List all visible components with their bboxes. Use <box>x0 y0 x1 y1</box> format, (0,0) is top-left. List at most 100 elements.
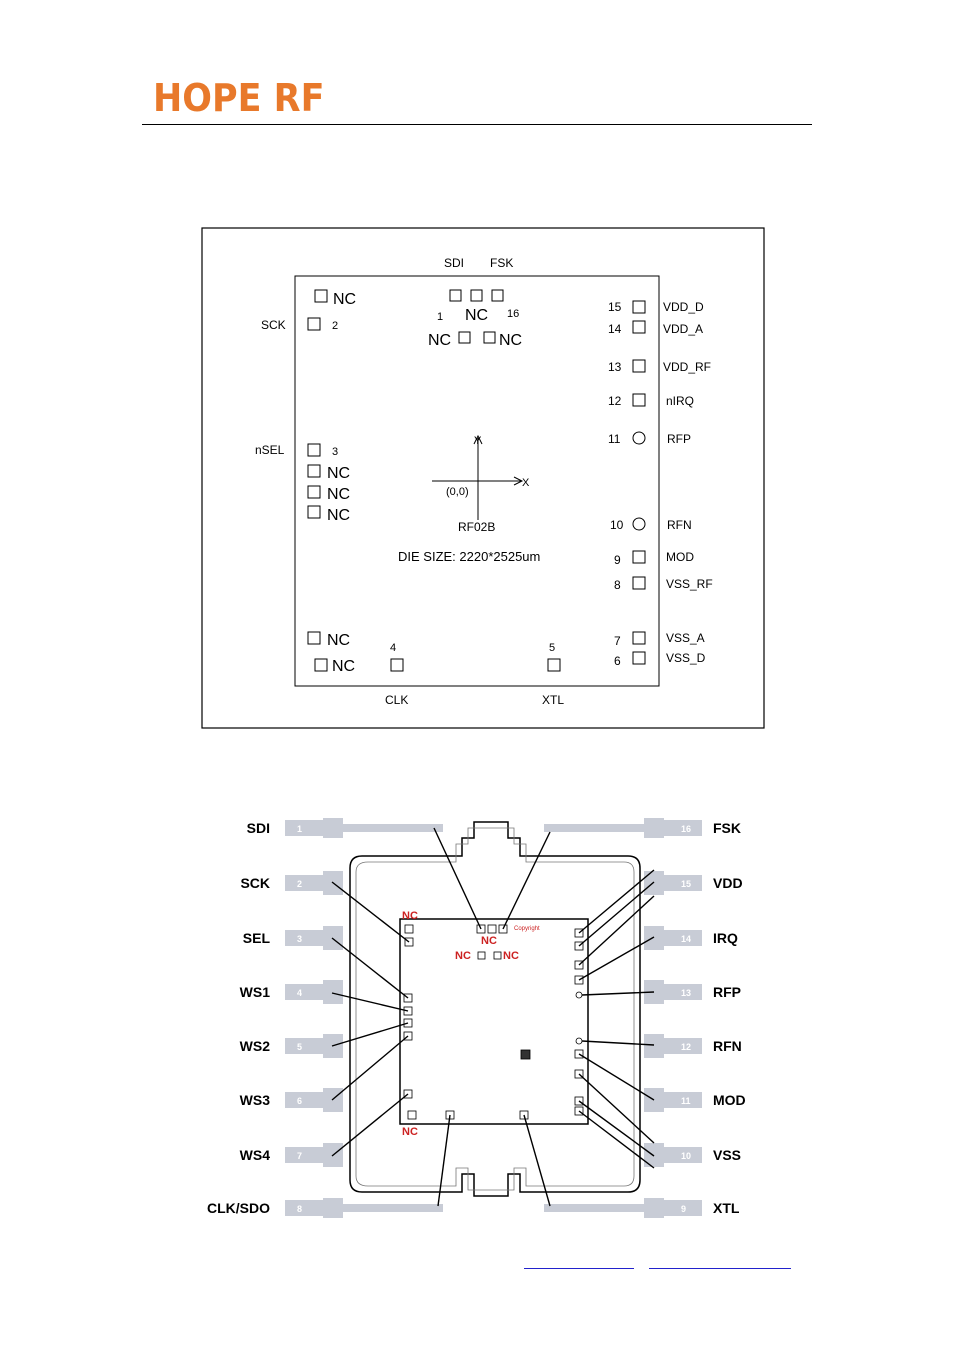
pin-label-fsk: FSK <box>713 820 741 836</box>
pin-label-vss: VSS <box>713 1147 741 1163</box>
bottom-label-xtl: XTL <box>542 693 564 707</box>
pad-number-8: 8 <box>614 578 621 592</box>
nc-label: NC <box>333 291 356 308</box>
pin-number: 15 <box>681 879 691 889</box>
nc-label: NC <box>327 507 350 524</box>
pin-label-ws1: WS1 <box>240 984 271 1000</box>
axis-x-label: X <box>522 477 530 489</box>
pin-label-ws4: WS4 <box>240 1147 271 1163</box>
pin-number: 5 <box>297 1042 302 1052</box>
pin-number: 4 <box>297 988 302 998</box>
pad-number-9: 9 <box>614 553 621 567</box>
pin-label-clk-sdo: CLK/SDO <box>207 1200 270 1216</box>
pad-number-11: 11 <box>608 432 621 446</box>
pad-number-12: 12 <box>608 394 622 408</box>
right-label-mod: MOD <box>666 550 694 564</box>
pin-label-sdi: SDI <box>247 820 270 836</box>
nc-label: NC <box>327 465 350 482</box>
pin-right-10 <box>644 1143 702 1167</box>
right-label-vss-rf: VSS_RF <box>666 577 713 591</box>
left-label-nsel: nSEL <box>255 443 285 457</box>
footer-link[interactable] <box>649 1258 792 1269</box>
pin-number: 1 <box>297 824 302 834</box>
nc-label: NC <box>503 950 519 962</box>
right-label-vdd-d: VDD_D <box>663 300 704 314</box>
pin-left-6 <box>285 1088 343 1112</box>
axis-cross <box>432 434 524 520</box>
pad-number-7: 7 <box>614 634 621 648</box>
pin-number: 3 <box>297 934 302 944</box>
pin-right-15 <box>644 871 702 895</box>
pin-number: 8 <box>297 1204 302 1214</box>
pin-right-9 <box>544 1198 702 1218</box>
pin-label-sel: SEL <box>243 930 271 946</box>
right-label-vss-d: VSS_D <box>666 651 706 665</box>
right-label-rfp: RFP <box>667 432 691 446</box>
pin-left-3 <box>285 926 343 950</box>
package-outline <box>349 821 641 1197</box>
die-diagram-frame <box>201 227 765 729</box>
pin-number: 7 <box>297 1151 302 1161</box>
nc-label: NC <box>465 307 488 324</box>
pin-right-11 <box>644 1088 702 1112</box>
pin-right-16 <box>544 818 702 838</box>
axis-y-label: Y <box>474 435 482 447</box>
hope-rf-logo: HOPE RF <box>153 76 325 120</box>
pad-number-2: 2 <box>332 320 338 332</box>
pin-left-4 <box>285 980 343 1004</box>
pin-label-ws3: WS3 <box>240 1092 271 1108</box>
pin-label-irq: IRQ <box>713 930 738 946</box>
nc-label: NC <box>332 658 355 675</box>
pin-label-xtl: XTL <box>713 1200 740 1216</box>
top-label-sdi: SDI <box>444 256 464 270</box>
left-label-sck: SCK <box>261 318 286 332</box>
die <box>399 918 589 1125</box>
pin-number: 16 <box>681 824 691 834</box>
pin-right-14 <box>644 926 702 950</box>
pin-label-rfp: RFP <box>713 984 741 1000</box>
pin-number: 2 <box>297 879 302 889</box>
pad-number-3: 3 <box>332 446 338 458</box>
right-label-nirq: nIRQ <box>666 394 694 408</box>
nc-label: NC <box>499 332 522 349</box>
top-label-fsk: FSK <box>490 256 513 270</box>
pad-number-1: 1 <box>437 311 443 323</box>
bond-wires <box>331 827 655 1207</box>
header-divider <box>142 124 812 125</box>
pin-label-mod: MOD <box>713 1092 746 1108</box>
pin-number: 13 <box>681 988 691 998</box>
pin-label-rfn: RFN <box>713 1038 742 1054</box>
pad-number-13: 13 <box>608 360 622 374</box>
package-pins <box>285 818 702 1218</box>
pin-number: 9 <box>681 1204 686 1214</box>
right-label-vdd-rf: VDD_RF <box>663 360 711 374</box>
pin-right-12 <box>644 1034 702 1058</box>
nc-label: NC <box>327 632 350 649</box>
right-label-rfn: RFN <box>667 518 692 532</box>
pin-left-8 <box>285 1198 443 1218</box>
footer-link[interactable] <box>524 1258 634 1269</box>
nc-label: NC <box>327 486 350 503</box>
pin-number: 11 <box>681 1096 691 1106</box>
package-bonding-diagram: NC NC NC NC NC Copyright 1SDI2SCK3SEL4WS… <box>207 818 746 1218</box>
bottom-label-clk: CLK <box>385 693 408 707</box>
pad-number-14: 14 <box>608 322 622 336</box>
pin-number: 10 <box>681 1151 691 1161</box>
origin-label: (0,0) <box>446 486 469 498</box>
pad-number-6: 6 <box>614 654 621 668</box>
pin-left-1 <box>285 818 443 838</box>
nc-label: NC <box>428 332 451 349</box>
right-label-vdd-a: VDD_A <box>663 322 703 336</box>
pin-label-ws2: WS2 <box>240 1038 271 1054</box>
right-label-vss-a: VSS_A <box>666 631 705 645</box>
pin-number: 12 <box>681 1042 691 1052</box>
die-pad-diagram: SDI FSK NC 1 NC 16 NC NC SCK 2 nSEL 3 NC… <box>201 227 765 729</box>
pin-number: 14 <box>681 934 691 944</box>
pad-number-16: 16 <box>507 308 519 320</box>
pad-number-10: 10 <box>610 518 624 532</box>
copyright-mark: Copyright <box>514 926 540 932</box>
pin-label-vdd: VDD <box>713 875 743 891</box>
pad-number-4: 4 <box>390 642 396 654</box>
nc-label: NC <box>481 935 497 947</box>
